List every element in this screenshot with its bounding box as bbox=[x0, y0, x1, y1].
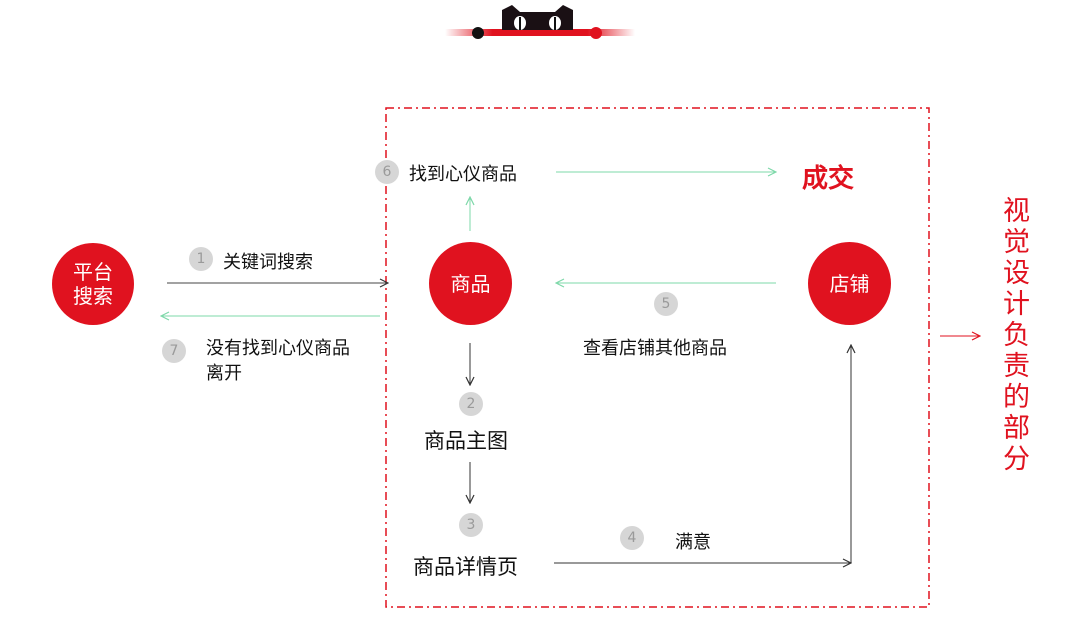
step-number: 4 bbox=[620, 526, 644, 550]
step-number: 7 bbox=[162, 339, 186, 363]
node-deal: 成交 bbox=[802, 164, 855, 194]
step-label: 查看店铺其他商品 bbox=[583, 338, 727, 359]
step-number: 1 bbox=[189, 247, 213, 271]
step-label: 商品详情页 bbox=[413, 555, 518, 579]
step-label: 满意 bbox=[675, 532, 711, 553]
responsibility-box bbox=[385, 107, 930, 608]
node-platform-search: 平台 搜索 bbox=[52, 243, 134, 325]
node-product: 商品 bbox=[429, 242, 512, 325]
step-number: 2 bbox=[459, 392, 483, 416]
side-note: 视觉设计负责的部分 bbox=[1003, 196, 1030, 475]
step-number: 5 bbox=[654, 292, 678, 316]
tmall-cat-icon bbox=[445, 5, 635, 39]
step-label: 没有找到心仪商品 离开 bbox=[206, 338, 350, 384]
step-number: 6 bbox=[375, 160, 399, 184]
step-label: 商品主图 bbox=[424, 429, 508, 453]
step-label: 找到心仪商品 bbox=[409, 164, 517, 185]
node-store: 店铺 bbox=[808, 242, 891, 325]
step-label: 关键词搜索 bbox=[223, 252, 313, 273]
step-number: 3 bbox=[459, 513, 483, 537]
